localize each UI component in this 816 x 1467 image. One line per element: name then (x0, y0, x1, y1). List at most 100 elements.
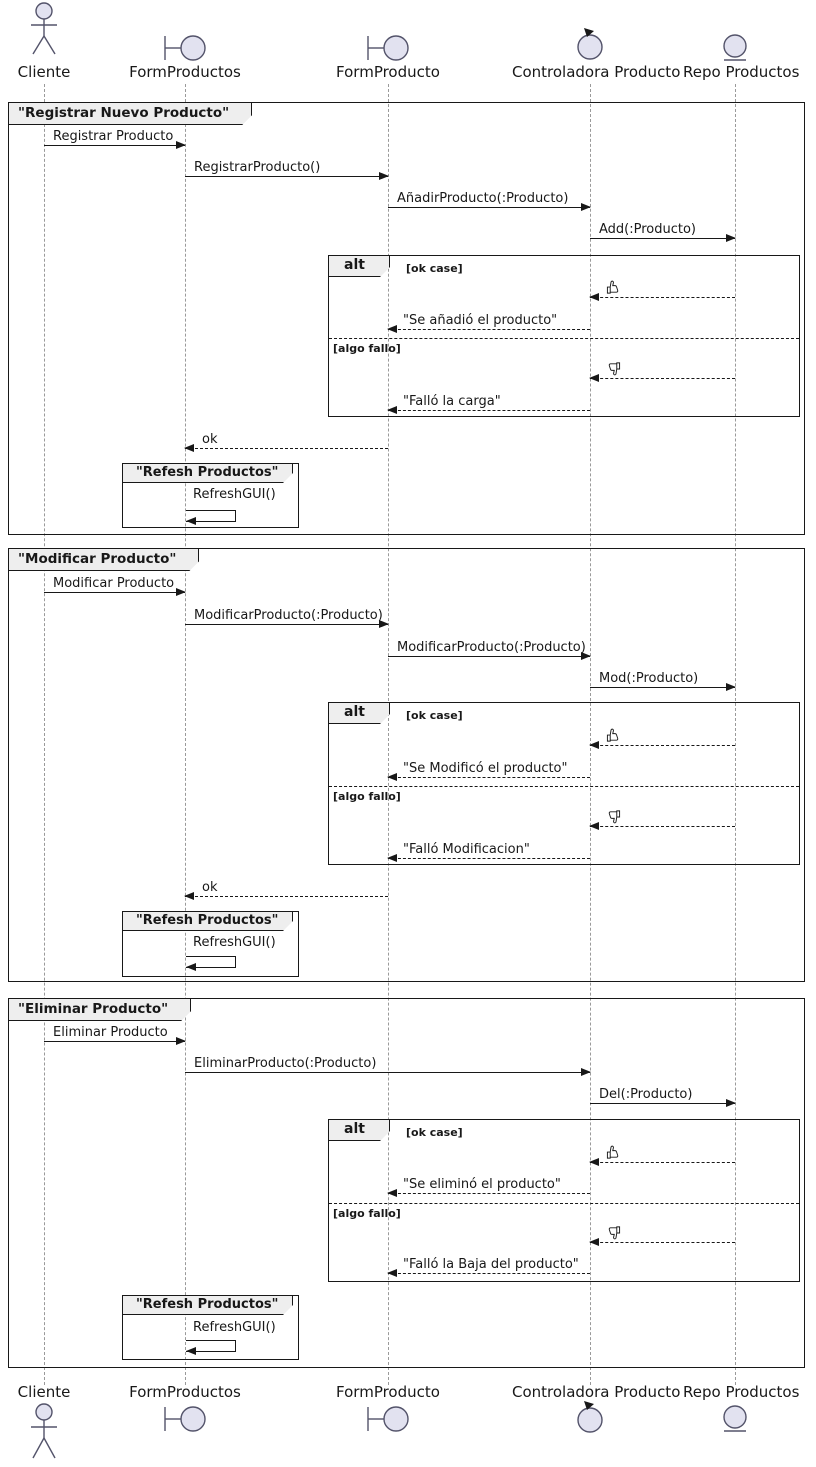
message-mod-call: Mod(:Producto) (590, 671, 736, 691)
arrowhead-left-icon (589, 741, 599, 749)
participant-label-cliente: Cliente (17, 1383, 71, 1401)
arrowhead-right-icon (581, 203, 591, 211)
boundary-icon (164, 1406, 206, 1432)
message-reply-ok: "Se añadió el producto" (387, 313, 590, 333)
thumbs-down-icon (606, 809, 621, 824)
frame-title-tab: "Refesh Productos" (123, 1296, 293, 1315)
participant-label-controladora: Controladora Producto (512, 1383, 681, 1401)
frame-refresh: "Refesh Productos" (122, 911, 299, 977)
message-registrar-producto: Registrar Producto (44, 129, 186, 149)
guard-algo-fallo: [algo fallo] (333, 1207, 401, 1220)
message-result-fail (589, 1226, 735, 1246)
alt-tab: alt (329, 1120, 390, 1141)
participant-label-repo: Repo Productos (683, 1383, 800, 1401)
guard-algo-fallo: [algo fallo] (333, 342, 401, 355)
message-add-call: Add(:Producto) (590, 222, 736, 242)
control-icon (577, 28, 603, 60)
message-modificarproducto-call-1: ModificarProducto(:Producto) (185, 608, 389, 628)
lifeline-controladora-producto (590, 84, 591, 1385)
alt-fragment: alt [ok case] [algo fallo] (328, 1119, 800, 1282)
frame-registrar: "Registrar Nuevo Producto" (8, 102, 805, 535)
arrowhead-left-icon (387, 854, 397, 862)
entity-icon (723, 34, 747, 61)
alt-tab: alt (329, 256, 390, 277)
frame-modificar: "Modificar Producto" (8, 548, 805, 982)
arrowhead-left-icon (589, 1238, 599, 1246)
entity-icon (723, 1405, 747, 1432)
arrowhead-left-icon (589, 293, 599, 301)
message-result-ok (589, 1145, 735, 1166)
message-reply-ok: "Se Modificó el producto" (387, 761, 590, 781)
frame-title-tab: "Eliminar Producto" (9, 999, 191, 1021)
arrowhead-right-icon (176, 1037, 186, 1045)
self-call-loop (186, 956, 236, 968)
message-reply-fail: "Falló la Baja del producto" (387, 1257, 590, 1277)
arrowhead-left-icon (589, 822, 599, 830)
participant-label-formproducto: FormProducto (336, 1383, 440, 1401)
arrowhead-right-icon (726, 234, 736, 242)
frame-refresh: "Refesh Productos" (122, 463, 299, 528)
alt-fragment: alt [ok case] [algo fallo] (328, 702, 800, 865)
arrowhead-left-icon (184, 892, 194, 900)
participant-label-cliente: Cliente (17, 63, 71, 81)
arrowhead-left-icon (387, 1189, 397, 1197)
message-ok-return: ok (184, 432, 388, 452)
boundary-icon (367, 1406, 409, 1432)
message-result-fail (589, 810, 735, 830)
arrowhead-left-icon (186, 517, 196, 525)
thumbs-up-icon (606, 280, 621, 295)
alt-divider (329, 786, 799, 787)
message-reply-ok: "Se eliminó el producto" (387, 1177, 590, 1197)
actor-icon (31, 1403, 57, 1459)
message-anadirproducto-call: AñadirProducto(:Producto) (388, 191, 591, 211)
boundary-icon (164, 35, 206, 61)
participant-label-formproductos: FormProductos (129, 63, 241, 81)
arrowhead-left-icon (387, 325, 397, 333)
message-registrarproducto-call: RegistrarProducto() (185, 160, 389, 180)
arrowhead-left-icon (387, 1269, 397, 1277)
alt-divider (329, 338, 799, 339)
arrowhead-right-icon (581, 1068, 591, 1076)
lifeline-formproductos (185, 84, 186, 1385)
participant-label-formproductos: FormProductos (129, 1383, 241, 1401)
self-call-loop (186, 510, 236, 522)
alt-fragment: alt [ok case] [algo fallo] (328, 255, 800, 417)
frame-eliminar: "Eliminar Producto" (8, 998, 805, 1368)
participant-label-formproducto: FormProducto (336, 63, 440, 81)
actor-icon (31, 2, 57, 55)
frame-title-tab: "Refesh Productos" (123, 912, 293, 931)
lifeline-repo-productos (735, 84, 736, 1385)
arrowhead-right-icon (379, 172, 389, 180)
lifeline-cliente (44, 84, 45, 1385)
arrowhead-left-icon (387, 406, 397, 414)
thumbs-down-icon (606, 1225, 621, 1240)
self-call-loop (186, 1340, 236, 1352)
frame-title-tab: "Refesh Productos" (123, 464, 293, 483)
arrowhead-right-icon (379, 620, 389, 628)
participant-label-repo: Repo Productos (683, 63, 800, 81)
message-result-ok (589, 728, 735, 749)
arrowhead-left-icon (589, 1158, 599, 1166)
message-eliminarproducto-call: EliminarProducto(:Producto) (185, 1056, 591, 1076)
alt-divider (329, 1203, 799, 1204)
arrowhead-right-icon (581, 652, 591, 660)
message-reply-fail: "Falló la carga" (387, 394, 590, 414)
control-icon (577, 1401, 603, 1433)
guard-algo-fallo: [algo fallo] (333, 790, 401, 803)
frame-refresh: "Refesh Productos" (122, 1295, 299, 1360)
message-result-fail (589, 362, 735, 382)
arrowhead-left-icon (184, 444, 194, 452)
message-modificar-producto: Modificar Producto (44, 576, 186, 596)
arrowhead-right-icon (176, 141, 186, 149)
arrowhead-left-icon (186, 963, 196, 971)
message-modificarproducto-call-2: ModificarProducto(:Producto) (388, 640, 591, 660)
guard-ok-case: [ok case] (406, 1126, 463, 1139)
arrowhead-left-icon (387, 773, 397, 781)
arrowhead-right-icon (176, 588, 186, 596)
message-reply-fail: "Falló Modificacion" (387, 842, 590, 862)
frame-title-tab: "Modificar Producto" (9, 549, 199, 571)
message-ok-return: ok (184, 880, 388, 900)
boundary-icon (367, 35, 409, 61)
message-result-ok (589, 280, 735, 301)
